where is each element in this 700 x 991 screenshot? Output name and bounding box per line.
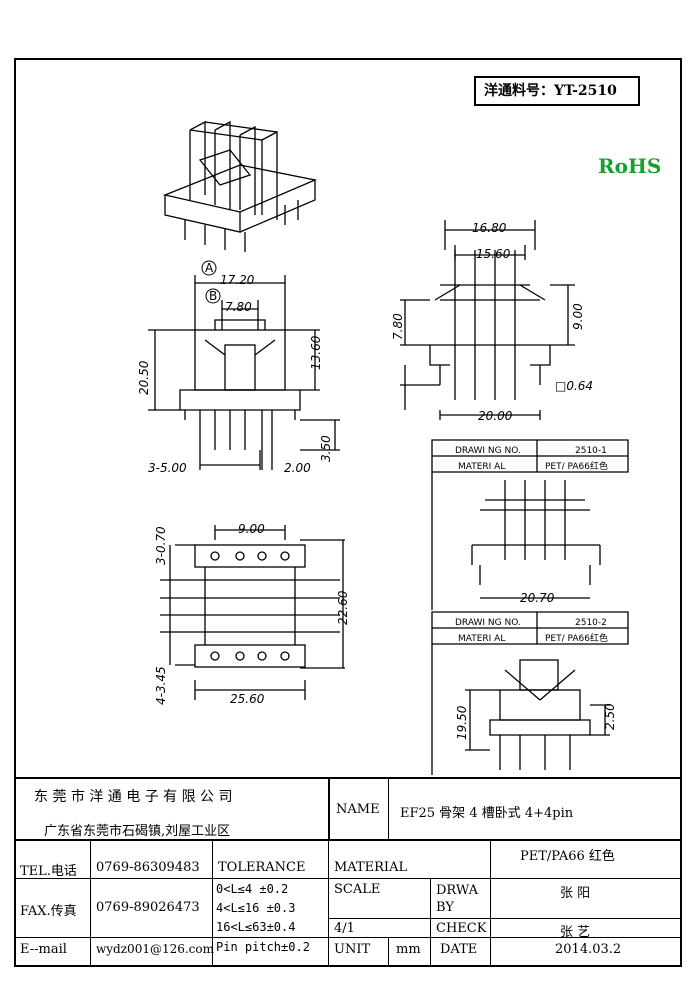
tb-hline2: [14, 878, 682, 879]
check-label: CHECK: [436, 921, 487, 936]
scale-value: 4/1: [334, 921, 355, 936]
date-value: 2014.03.2: [555, 942, 622, 957]
company-address: 广东省东莞市石碣镇,刘屋工业区: [44, 824, 231, 839]
drawn-value: 张 阳: [560, 886, 591, 901]
variant2-table: [431, 611, 629, 775]
rohs-mark: RoHS: [598, 154, 662, 178]
dim-N: 20.00: [478, 409, 513, 423]
dim-M: □0.64: [555, 379, 593, 393]
dim-J: 7.80: [391, 313, 405, 340]
dim-C2: 2.00: [284, 461, 311, 475]
dim-B: 7.80: [225, 300, 252, 314]
tolerance-4: Pin pitch±0.2: [216, 940, 310, 954]
tel-label: TEL.电话: [20, 864, 77, 879]
dim-O: 9.00: [238, 522, 265, 536]
tb-vline6: [388, 937, 389, 967]
tolerance-3: 16<L≤63±0.4: [216, 920, 296, 934]
name-label: NAME: [336, 802, 380, 817]
tolerance-label: TOLERANCE: [218, 860, 306, 875]
dim-C: 20.50: [137, 360, 151, 395]
v2-material-label: MATERI AL: [458, 634, 505, 644]
material-label: MATERIAL: [334, 860, 408, 875]
side-view: [400, 220, 575, 420]
drawing-frame: [14, 58, 682, 967]
part-number-box: 洋通料号：YT-2510: [474, 76, 640, 106]
company-name: 东 莞 市 洋 通 电 子 有 限 公 司: [34, 789, 233, 805]
bottom-view: [160, 525, 345, 700]
label-B: B: [209, 289, 217, 303]
tb-vline4: [212, 839, 213, 967]
dim-E: 3.50: [319, 435, 333, 462]
unit-label: UNIT: [334, 942, 371, 957]
tb-hline4: [14, 937, 682, 938]
front-view: [148, 275, 340, 470]
isometric-view: [162, 120, 318, 252]
check-value: 张 艺: [560, 925, 591, 940]
label-A: A: [205, 261, 214, 275]
dim-D: 13.60: [309, 335, 323, 370]
tb-vline3: [90, 839, 91, 967]
drawn-label: DRWA BY: [436, 883, 479, 915]
dim-A: 17.20: [220, 273, 255, 287]
v2-drawing-no: 2510-2: [575, 618, 607, 628]
v2-material: PET/ PA66红色: [545, 632, 608, 644]
v2-dim-C: 19.50: [455, 705, 469, 740]
unit-value: mm: [396, 942, 421, 957]
dim-F: 3-5.00: [148, 461, 187, 475]
tb-vline1: [328, 777, 330, 839]
dim-I: 15.60: [476, 247, 511, 261]
v2-drawing-no-label: DRAWI NG NO.: [455, 618, 521, 628]
v1-dim-N: 20.70: [520, 591, 555, 605]
v2-dim-E: 2.50: [603, 703, 617, 730]
tb-hline3: [328, 918, 682, 919]
variant2-drawing: [465, 659, 610, 770]
scale-label: SCALE: [334, 882, 381, 897]
dim-H: 16.80: [472, 221, 507, 235]
tolerance-2: 4<L≤16 ±0.3: [216, 901, 296, 915]
material-value: PET/PA66 红色: [520, 849, 615, 864]
fax-label: FAX.传真: [20, 904, 77, 919]
v1-drawing-no: 2510-1: [575, 446, 607, 456]
part-number: YT-2510: [554, 83, 617, 99]
titleblock-top-border: [14, 777, 682, 779]
v1-drawing-no-label: DRAWI NG NO.: [455, 446, 521, 456]
tb-hline1: [14, 839, 682, 841]
dim-P: 3-0.70: [154, 526, 168, 565]
name-value: EF25 骨架 4 槽卧式 4+4pin: [400, 806, 574, 821]
tb-vline7: [430, 878, 431, 967]
part-number-label: 洋通料号：: [484, 83, 554, 99]
fax-value: 0769-89026473: [96, 900, 200, 915]
v1-material-label: MATERI AL: [458, 462, 505, 472]
variant1-table: [431, 439, 629, 610]
dim-Q: 4-3.45: [154, 666, 168, 705]
tolerance-1: 0<L≤4 ±0.2: [216, 882, 289, 896]
tel-value: 0769-86309483: [96, 860, 200, 875]
dim-S: 25.60: [230, 692, 265, 706]
variant1-drawing: [471, 480, 601, 599]
email-value: wydz001@126.com: [96, 942, 215, 956]
tb-vline2: [388, 777, 389, 839]
tb-vline8: [490, 839, 491, 967]
dim-K: 9.00: [571, 303, 585, 330]
email-label: E--mail: [20, 942, 67, 957]
v1-material: PET/ PA66红色: [545, 460, 608, 472]
date-label: DATE: [440, 942, 478, 957]
dim-R: 22.60: [336, 590, 350, 625]
tb-vline5: [328, 839, 329, 967]
technical-drawing: A 17.20 B 7.80 20.50 13.60 3.50 3-5.00 2…: [137, 120, 629, 775]
